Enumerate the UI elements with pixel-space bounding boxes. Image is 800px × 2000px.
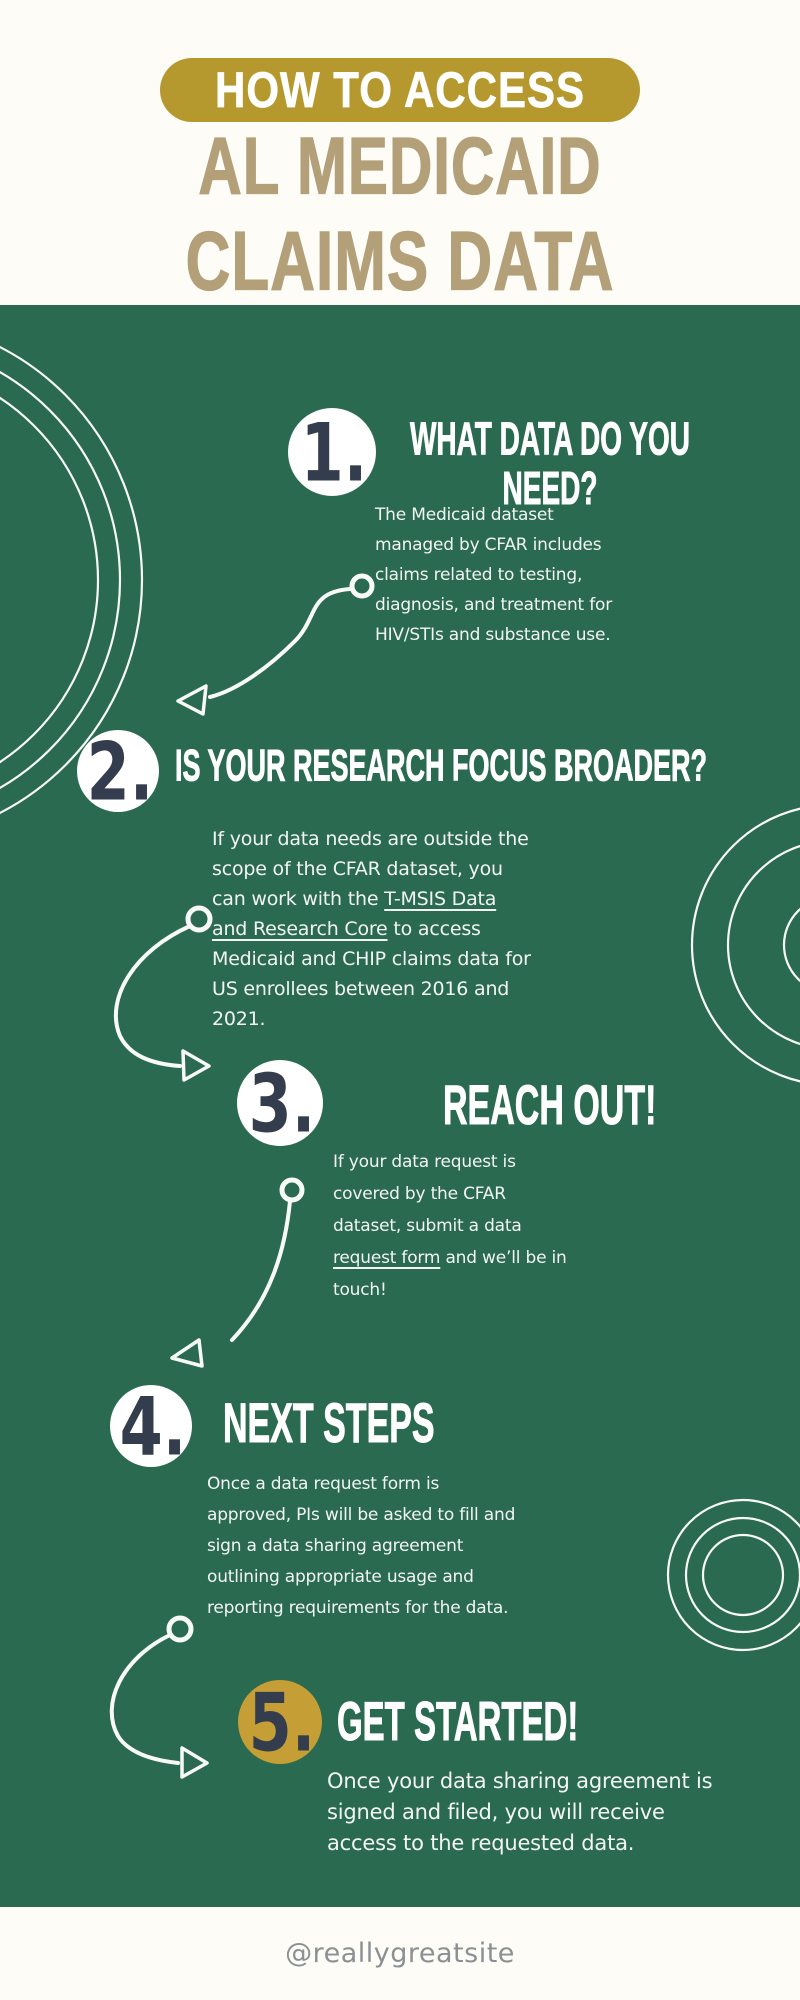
- social-handle: @reallygreatsite: [285, 1938, 515, 1969]
- step-1-number: 1.: [300, 404, 368, 500]
- t-msis-data-research-core-link[interactable]: T-MSIS Data and Research Core: [212, 888, 497, 940]
- step-5-number-badge: 5.: [238, 1675, 322, 1769]
- text-segment: If your data needs are outside the scope…: [212, 828, 529, 910]
- step-2-body: If your data needs are outside the scope…: [212, 824, 602, 1034]
- step-2-number-badge: 2.: [77, 724, 159, 818]
- step-2-heading: IS YOUR RESEARCH FOCUS BROADER?: [175, 740, 708, 791]
- step-3-number: 3.: [248, 1055, 316, 1151]
- step-3-body: If your data request is covered by the C…: [333, 1146, 623, 1306]
- step-1-body: The Medicaid dataset managed by CFAR inc…: [375, 505, 612, 645]
- footer: @reallygreatsite: [0, 1907, 800, 2000]
- step-5-body: Once your data sharing agreement is sign…: [327, 1769, 713, 1855]
- step-3-number-badge: 3.: [237, 1056, 323, 1150]
- header-pill-label: HOW TO ACCESS: [214, 61, 586, 118]
- step-4-number: 4.: [119, 1378, 187, 1474]
- step-3-heading: REACH OUT!: [443, 1074, 657, 1138]
- page-title-line2: CLAIMS DATA: [185, 215, 615, 309]
- page-title-line1: AL MEDICAID: [198, 120, 602, 212]
- step-5-heading: GET STARTED!: [337, 1690, 579, 1752]
- step-4-heading: NEXT STEPS: [223, 1392, 435, 1456]
- text-segment: and we’ll be in touch!: [333, 1248, 567, 1300]
- step-2-number: 2.: [86, 723, 154, 819]
- step-4-body: Once a data request form is approved, PI…: [207, 1474, 516, 1618]
- step-5-number: 5.: [248, 1674, 316, 1770]
- text-segment: If your data request is covered by the C…: [333, 1152, 522, 1236]
- header-pill: HOW TO ACCESS: [160, 58, 640, 122]
- request-form-link[interactable]: request form: [333, 1248, 441, 1268]
- text-segment: to access Medicaid and CHIP claims data …: [212, 918, 531, 1030]
- step-1-number-badge: 1.: [288, 405, 376, 499]
- step-1-heading: WHAT DATA DO YOU NEED?: [410, 413, 691, 514]
- step-4-number-badge: 4.: [110, 1379, 192, 1473]
